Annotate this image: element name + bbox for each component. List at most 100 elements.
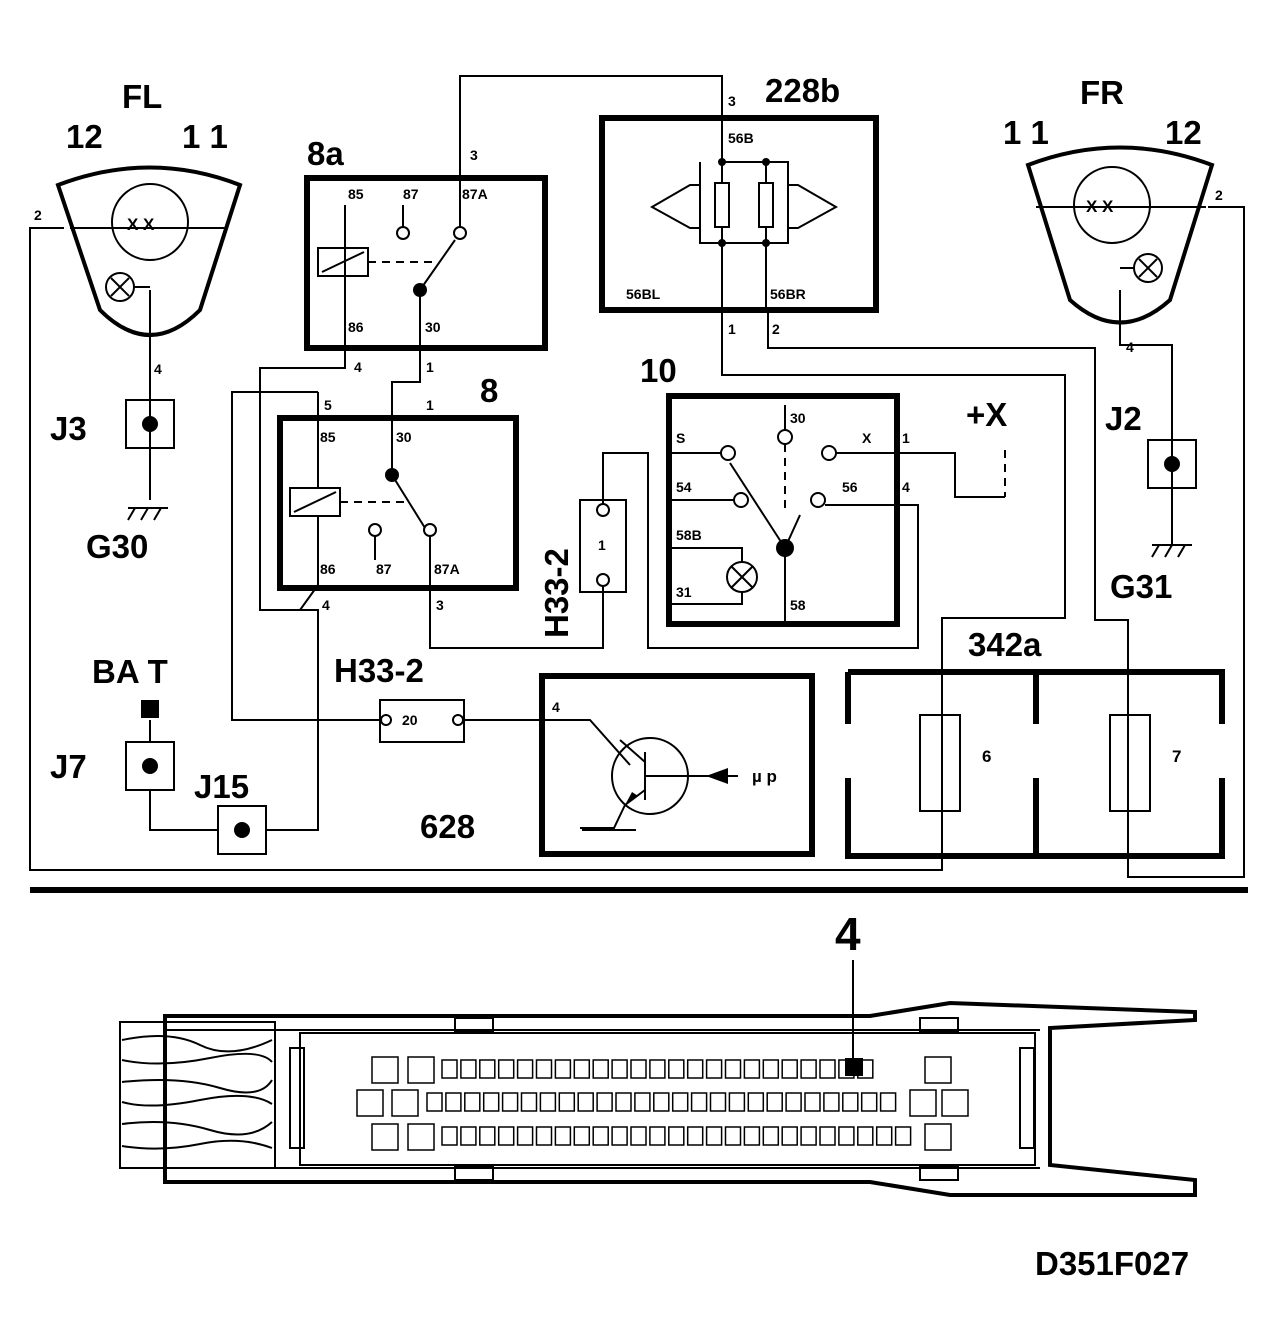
sw-wire4-label: 4 (902, 479, 910, 495)
r8-30-label: 30 (396, 429, 412, 445)
connector-pin (724, 1126, 742, 1146)
ecu-628-box (539, 673, 815, 857)
connector-pin (407, 1056, 435, 1084)
connector-callout-label: 4 (835, 908, 861, 960)
g31-ground-icon (1151, 544, 1192, 558)
u228-wire1-label: 1 (728, 321, 736, 337)
r8-wire3-label: 3 (436, 597, 444, 613)
connector-pin-grid (356, 1056, 969, 1151)
connector-pin (762, 1059, 780, 1079)
connector-pin (535, 1126, 553, 1146)
connector-pin (630, 1059, 647, 1079)
connector-pin (743, 1126, 761, 1146)
j15-dot (234, 822, 250, 838)
j2-connector (1147, 439, 1197, 489)
connector-pin (800, 1059, 817, 1079)
connector-pin (426, 1092, 443, 1112)
connector-pin (762, 1126, 780, 1146)
connector-pin (941, 1089, 969, 1117)
sw-x-label: X (862, 430, 872, 446)
flasher-228b-box (599, 115, 879, 313)
fr-11-label: 1 1 (1003, 114, 1049, 151)
relay-8-label: 8 (480, 372, 498, 409)
connector-pin (804, 1092, 821, 1112)
connector-pin (924, 1123, 952, 1151)
connector-pin (460, 1126, 477, 1146)
j2-label: J2 (1105, 400, 1142, 437)
connector-pin (516, 1059, 534, 1079)
connector-pin (516, 1126, 534, 1146)
h33-2-upper-connector (579, 499, 627, 593)
connector-pin (842, 1092, 859, 1112)
connector-pin (838, 1126, 855, 1146)
connector-pin (785, 1092, 802, 1112)
connector-pin (690, 1092, 708, 1112)
connector-pin (705, 1059, 723, 1079)
connector-pin (554, 1126, 572, 1146)
fuse-7-label: 7 (1172, 747, 1181, 766)
switch-10-internals (672, 405, 894, 621)
connector-pin (634, 1092, 651, 1112)
connector-pin (875, 1126, 893, 1146)
u228-56bl-label: 56BL (626, 286, 661, 302)
connector-pin (705, 1126, 723, 1146)
connector-pin (747, 1092, 765, 1112)
wires (29, 75, 1245, 878)
g30-label: G30 (86, 528, 148, 565)
plus-x-label: +X (966, 396, 1007, 433)
connector-pin (649, 1059, 666, 1079)
switch-10-box (666, 393, 900, 627)
relay-8a-label: 8a (307, 135, 344, 172)
j2-dot (1164, 456, 1180, 472)
h33-pin1-label: 1 (598, 537, 606, 553)
j15-connector (217, 805, 267, 855)
ecu-628-label: 628 (420, 808, 475, 845)
r8-87a-label: 87A (434, 561, 460, 577)
connector-pin (630, 1126, 647, 1146)
connector-pin (573, 1059, 591, 1079)
connector-pin (501, 1092, 519, 1112)
wire-bundle (119, 1021, 276, 1169)
j7-label: J7 (50, 748, 87, 785)
fl-11-label: 1 1 (182, 118, 228, 155)
sw-58b-label: 58B (676, 527, 702, 543)
connector-pin (371, 1056, 399, 1084)
connector-pin (535, 1059, 553, 1079)
connector-pin (441, 1059, 458, 1079)
j3-label: J3 (50, 410, 87, 447)
connector-pin (800, 1126, 817, 1146)
h33-pin20-label: 20 (402, 712, 418, 728)
connector-pin (558, 1092, 576, 1112)
sw-54-label: 54 (676, 479, 692, 495)
flasher-228b-internals (649, 148, 839, 310)
g31-label: G31 (1110, 568, 1172, 605)
connector-pin (860, 1092, 878, 1112)
connector-pin (611, 1126, 628, 1146)
switch-10-label: 10 (640, 352, 677, 389)
j7-connector (125, 741, 175, 791)
connector-pin (671, 1092, 689, 1112)
connector-pin (497, 1059, 515, 1079)
fr-pin4-label: 4 (1126, 339, 1134, 355)
r8-85-label: 85 (320, 429, 336, 445)
r8a-87-label: 87 (403, 186, 419, 202)
connector-pin (924, 1056, 952, 1084)
fr-lamp-xx: X X (1086, 197, 1114, 216)
connector-pin (781, 1126, 798, 1146)
fr-pin2-label: 2 (1215, 187, 1223, 203)
fl-pin2-label: 2 (34, 207, 42, 223)
connector-pin (479, 1126, 496, 1146)
r8a-wire1-label: 1 (426, 359, 434, 375)
transistor-icon (580, 737, 738, 831)
connector-pin (686, 1126, 704, 1146)
connector-pin (592, 1126, 609, 1146)
connector-pin (686, 1059, 704, 1079)
fr-label: FR (1080, 74, 1124, 111)
h33-2-lower-label: H33-2 (334, 652, 424, 689)
connector-pin (464, 1092, 481, 1112)
r8-wire1-label: 1 (426, 397, 434, 413)
sw-wire1-label: 1 (902, 430, 910, 446)
fuse-6-label: 6 (982, 747, 991, 766)
ecu-connector-drawing (119, 960, 1197, 1197)
relay-8a-box (304, 175, 548, 351)
